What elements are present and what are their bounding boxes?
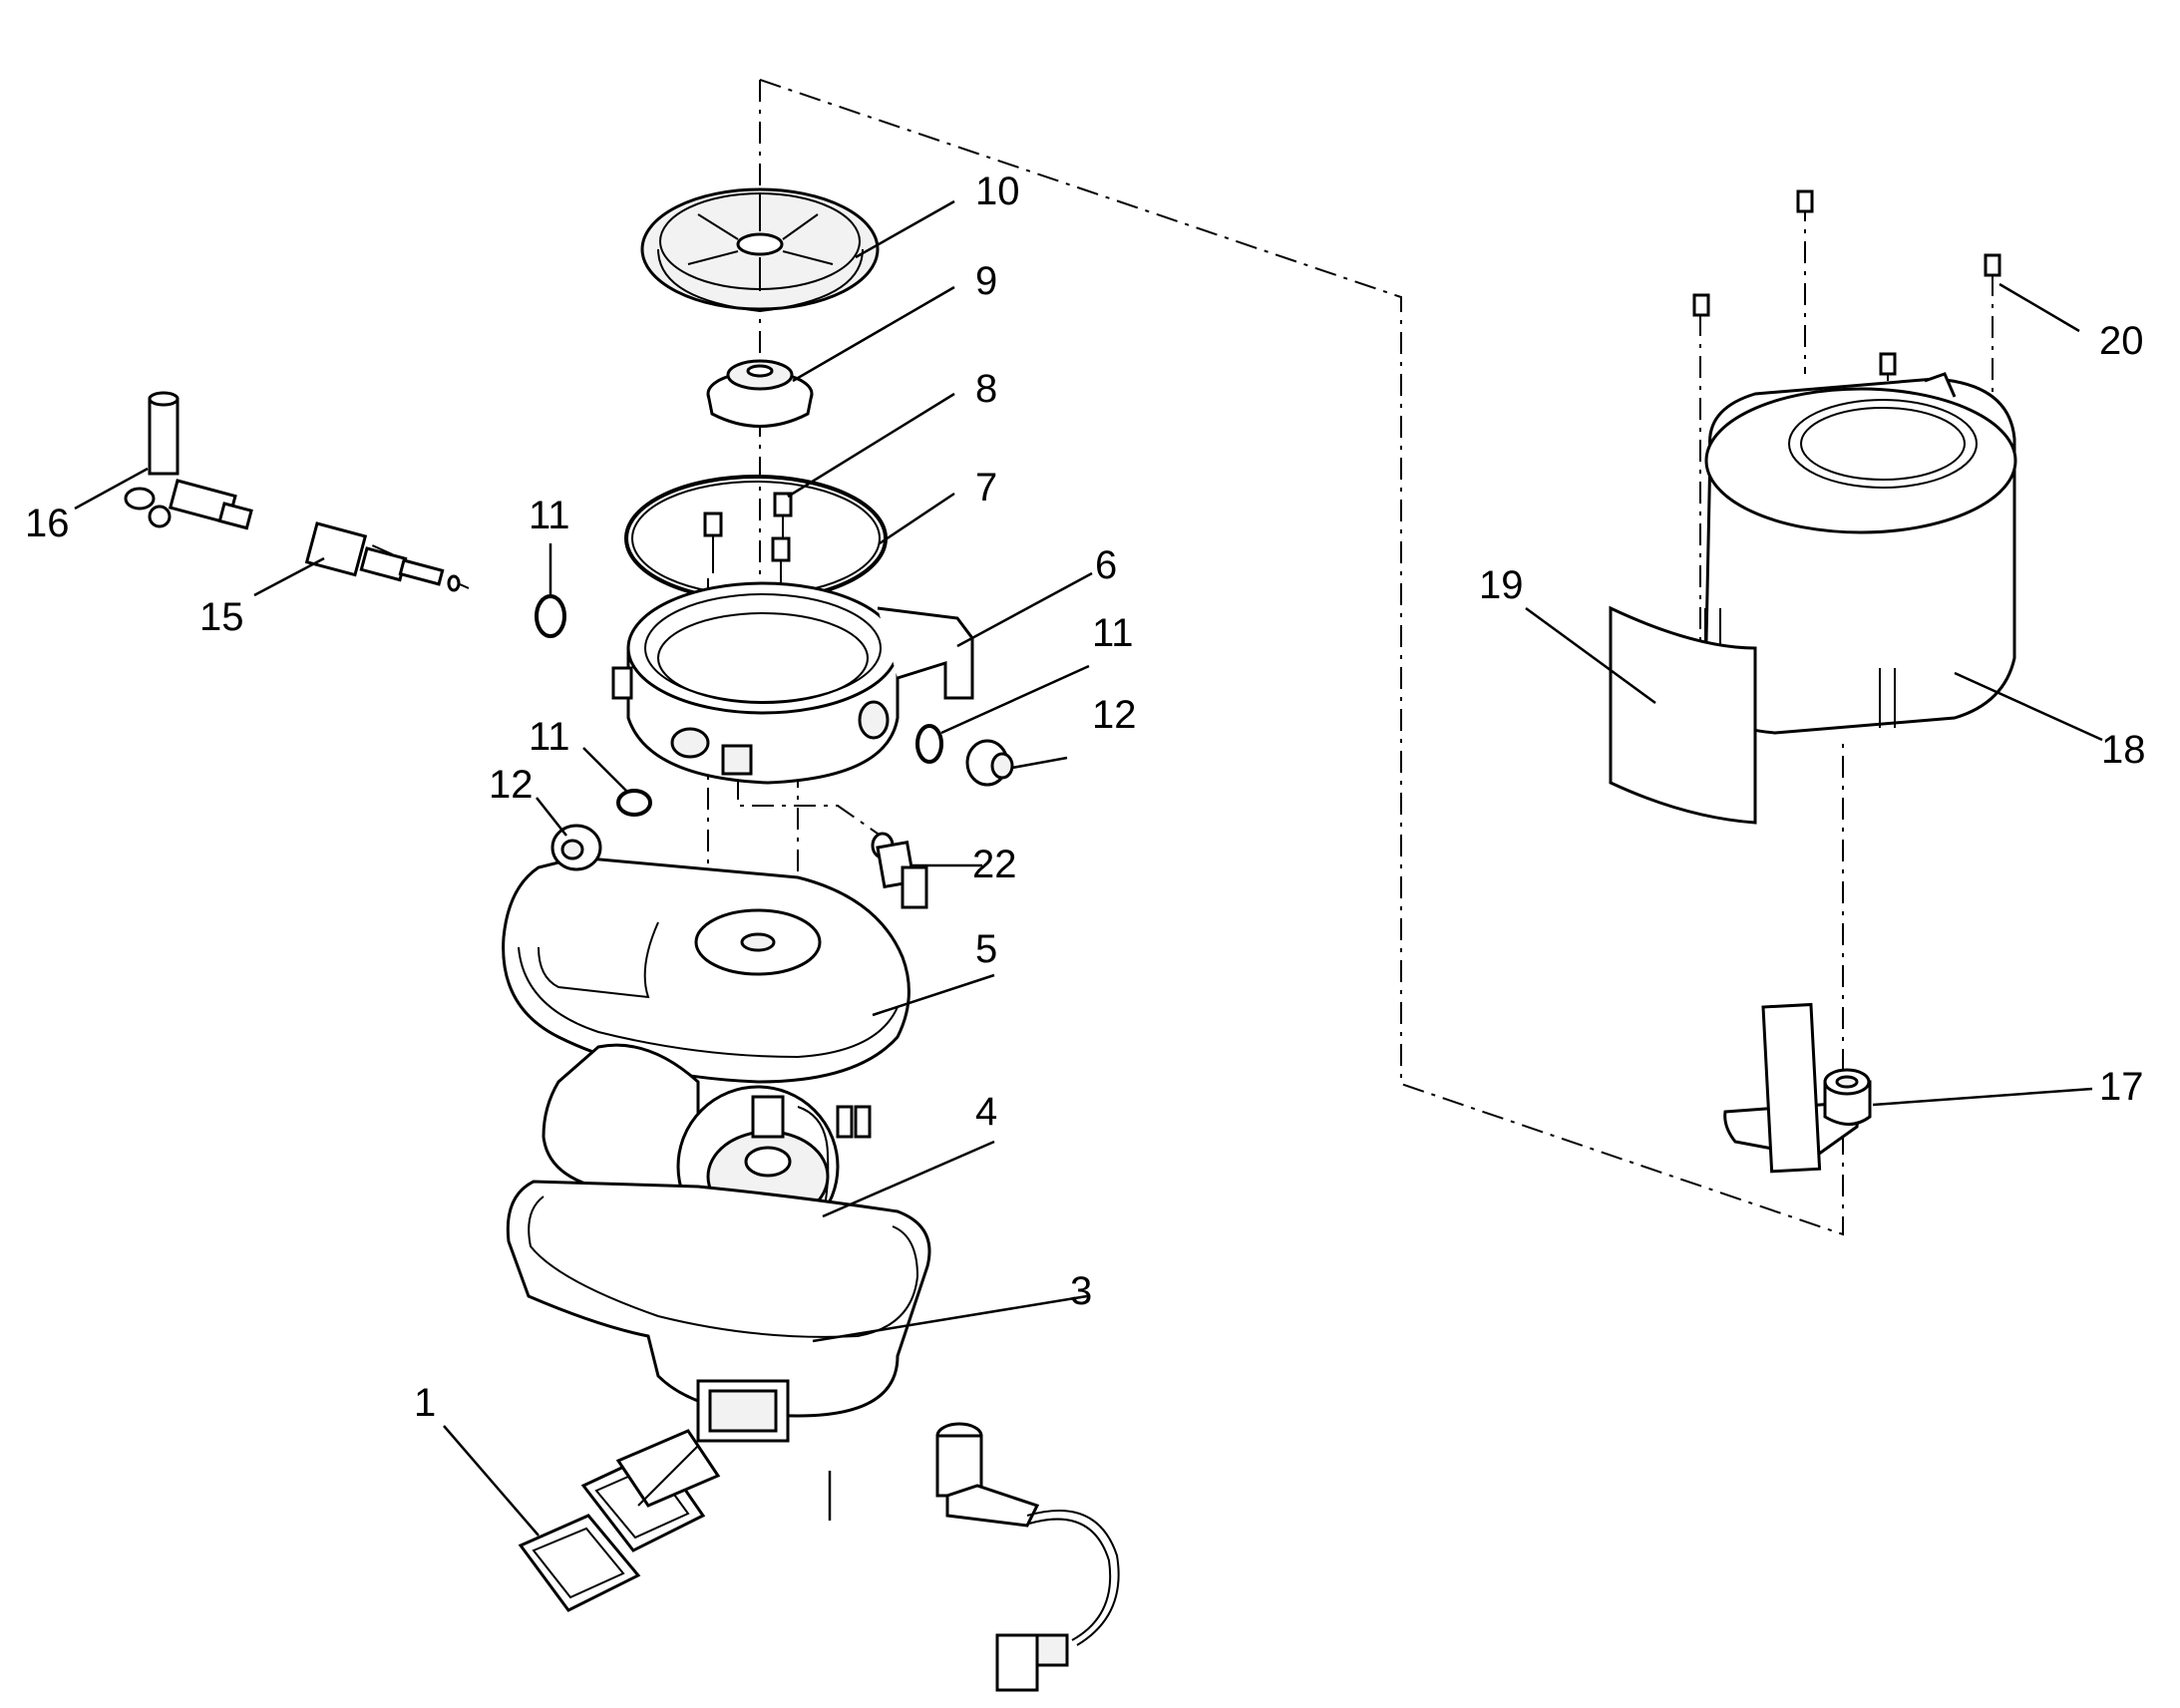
callout-18: 18 bbox=[2101, 728, 2146, 772]
part-22-switch bbox=[871, 832, 928, 909]
callout-12-right: 12 bbox=[1092, 693, 1137, 737]
part-19-shield-panel bbox=[1609, 605, 1757, 825]
callout-17: 17 bbox=[2099, 1065, 2144, 1109]
callout-5: 5 bbox=[975, 927, 997, 971]
part-20-screws bbox=[1692, 189, 2001, 376]
part-6-housing bbox=[611, 581, 974, 785]
callout-10: 10 bbox=[975, 170, 1020, 213]
callout-4: 4 bbox=[975, 1090, 997, 1134]
callout-7: 7 bbox=[975, 466, 997, 510]
callout-15: 15 bbox=[199, 595, 244, 639]
callout-11-right: 11 bbox=[1092, 611, 1134, 655]
part-12-plugs bbox=[550, 739, 1014, 871]
part-3-base-tray bbox=[506, 1180, 931, 1521]
part-16-valve-fitting bbox=[124, 391, 253, 530]
part-8-screws bbox=[703, 492, 793, 593]
part-1-gaskets bbox=[518, 1429, 721, 1612]
callout-11-top: 11 bbox=[529, 494, 570, 537]
callout-1: 1 bbox=[414, 1381, 436, 1425]
cable-connector bbox=[935, 1422, 1120, 1692]
callout-19: 19 bbox=[1479, 563, 1524, 607]
callout-3: 3 bbox=[1070, 1269, 1092, 1313]
part-7-o-ring bbox=[624, 475, 888, 602]
callout-9: 9 bbox=[975, 259, 997, 303]
callout-8: 8 bbox=[975, 367, 997, 411]
part-17-bracket bbox=[1723, 1002, 1872, 1174]
leader-lines bbox=[74, 199, 2103, 1537]
callout-6: 6 bbox=[1095, 543, 1117, 587]
callout-22: 22 bbox=[972, 843, 1017, 886]
callout-16: 16 bbox=[25, 502, 70, 545]
part-18-cover-cylinder bbox=[1703, 372, 2017, 735]
callout-20: 20 bbox=[2099, 319, 2144, 363]
callout-11-left: 11 bbox=[529, 715, 570, 759]
part-9-hub bbox=[706, 359, 814, 428]
callout-labels: 1 3 4 5 6 7 8 9 10 11 11 11 12 12 15 16 … bbox=[25, 170, 2146, 1425]
part-5-cover bbox=[502, 855, 910, 1084]
callout-12-left: 12 bbox=[489, 763, 534, 807]
part-10-impeller-disc bbox=[640, 187, 880, 313]
part-15-sensor bbox=[304, 521, 461, 592]
